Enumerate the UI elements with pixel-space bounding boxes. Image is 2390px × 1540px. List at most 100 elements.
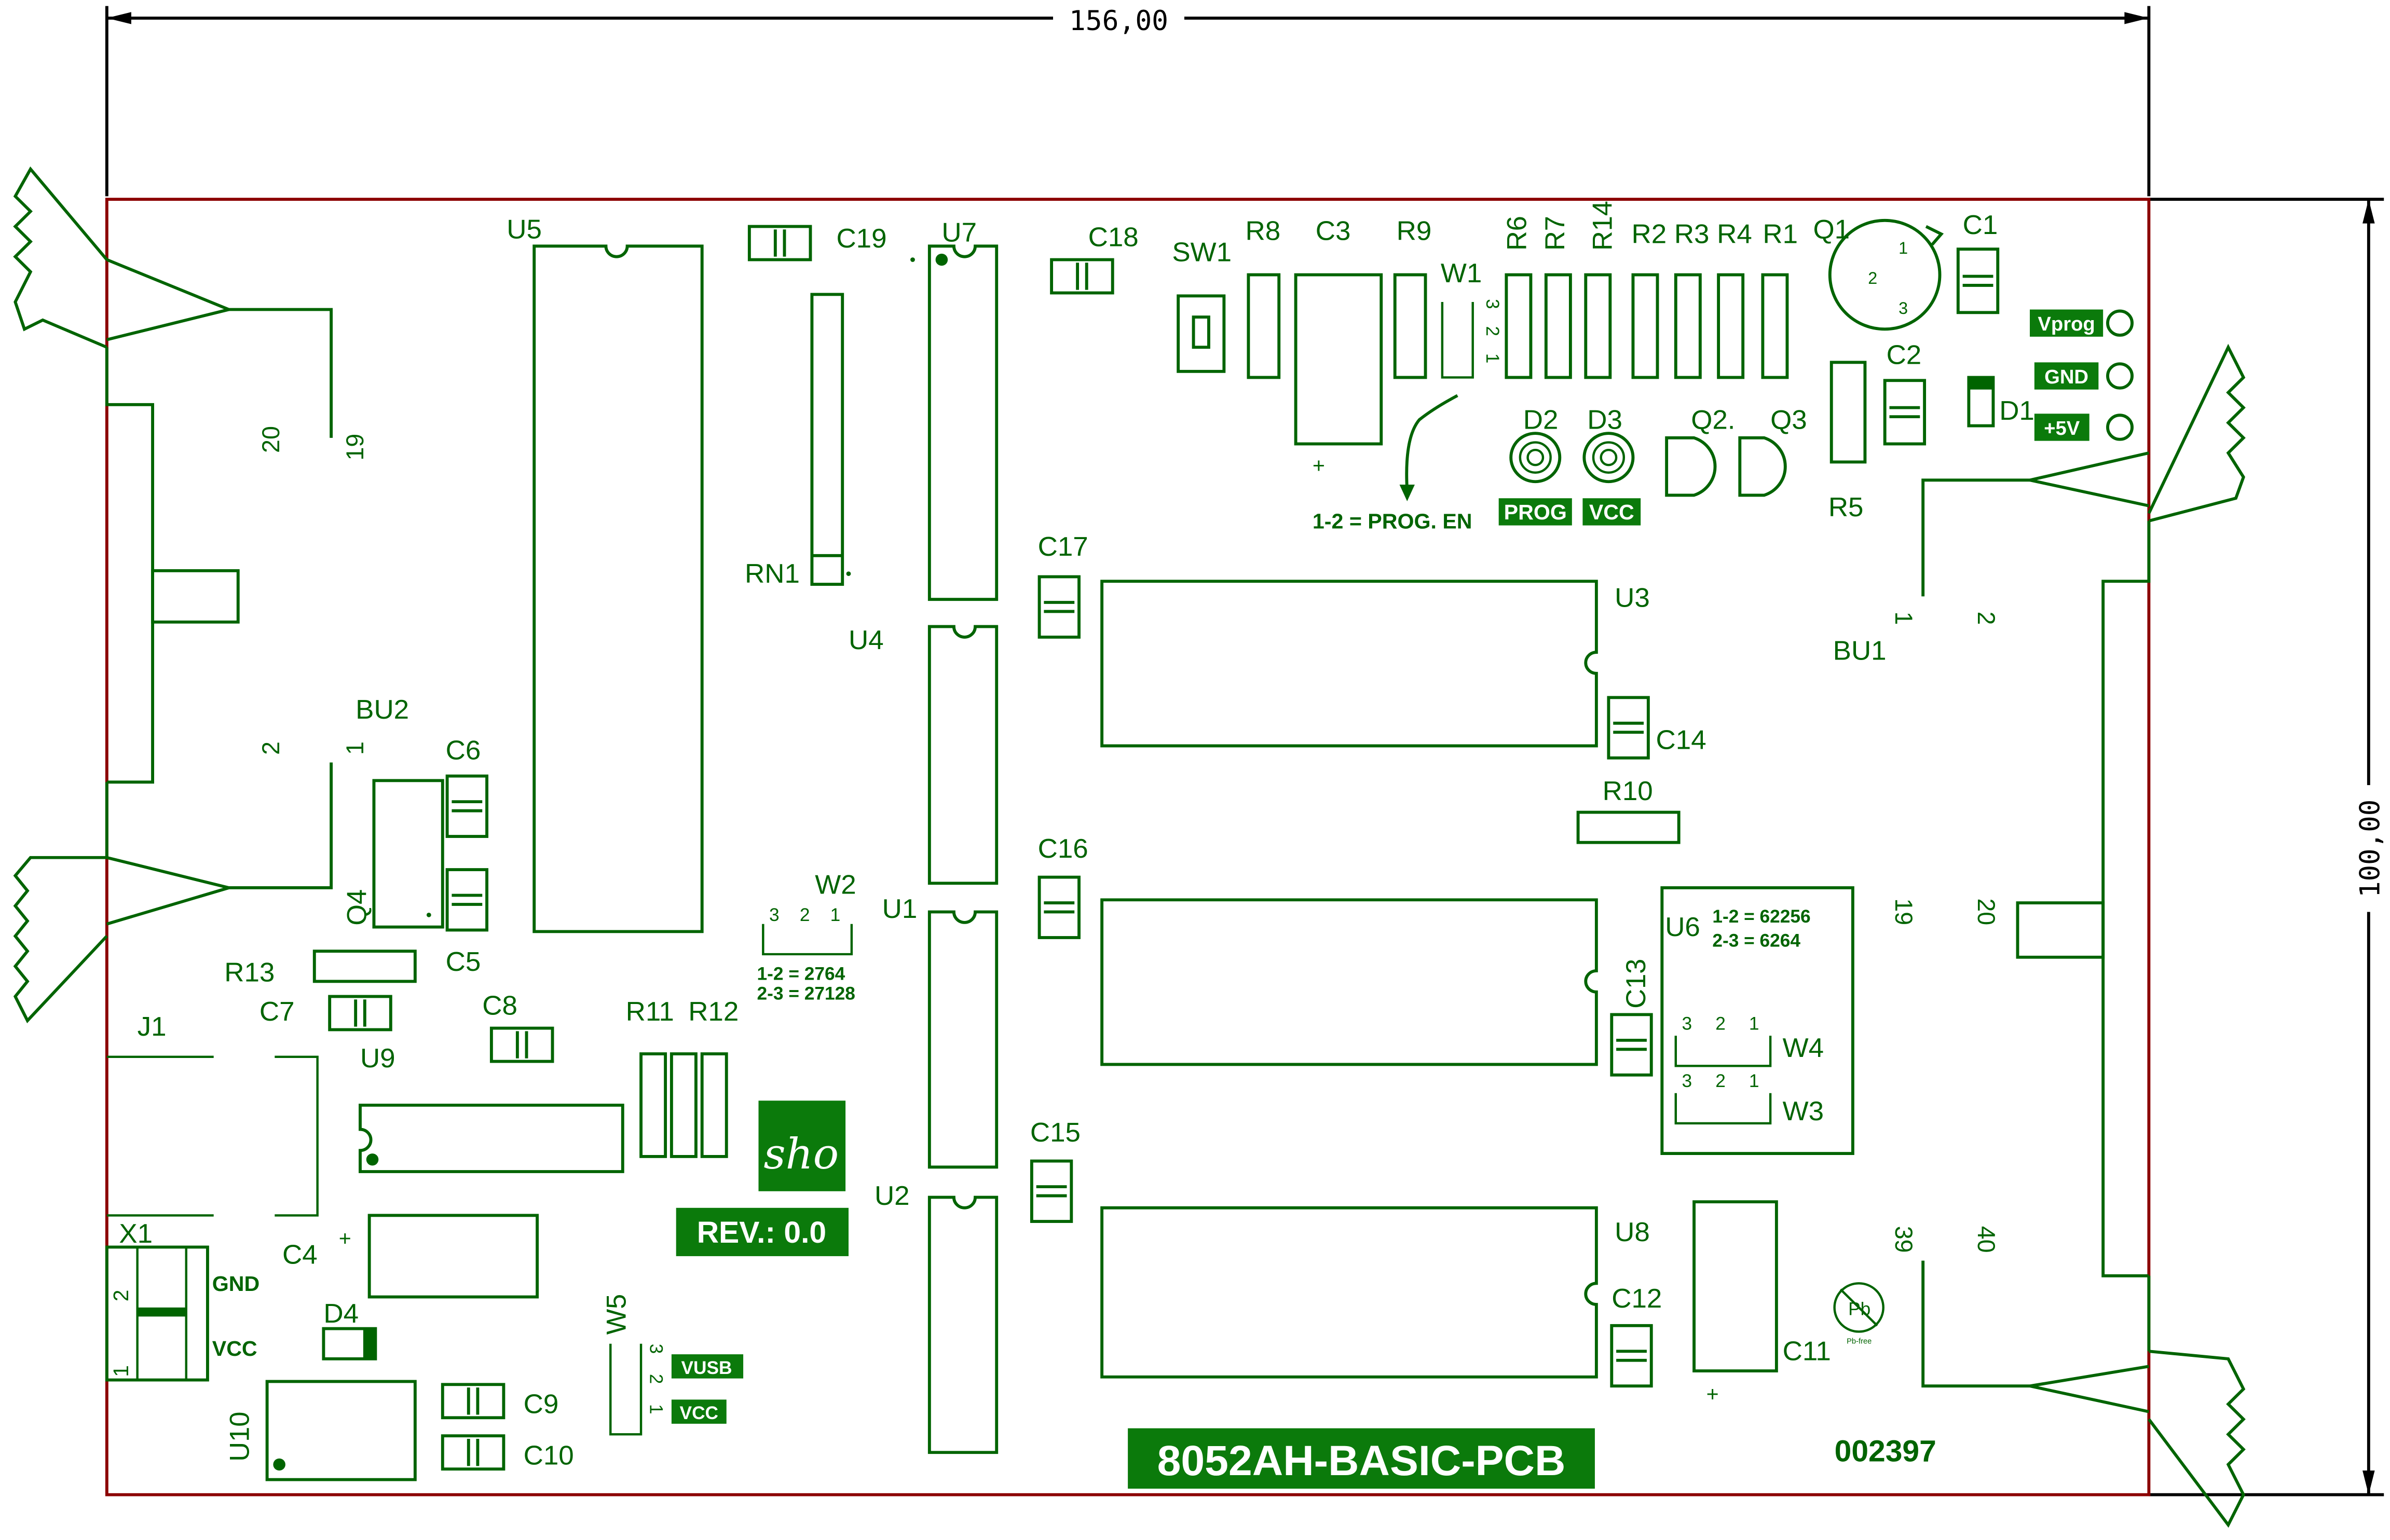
vprog-tag: Vprog <box>2038 313 2095 335</box>
svg-text:1: 1 <box>646 1404 666 1414</box>
switch-sw1: SW1 <box>1172 237 1232 373</box>
svg-text:1: 1 <box>1749 1014 1759 1034</box>
pin-label: 2 <box>257 741 284 755</box>
card-clip-left-bottom <box>13 762 333 1024</box>
diode-d4: D4 <box>322 1298 377 1360</box>
resistor-r9: R9 <box>1393 216 1432 379</box>
title-badge: 8052AH-BASIC-PCB <box>1128 1428 1595 1489</box>
revision-badge: REV.: 0.0 <box>676 1207 849 1256</box>
resistor-bank: R6 R7 R14 R2 R3 R4 R1 <box>1501 201 1798 379</box>
resistor-r11-r12: R11 R12 <box>626 996 739 1158</box>
resistor-r10: R10 <box>1576 776 1681 844</box>
d3-label: D3 <box>1587 405 1622 435</box>
c15-label: C15 <box>1030 1117 1081 1148</box>
capacitor-c5: C5 <box>446 868 488 977</box>
ic-u2: U2 <box>875 1180 999 1454</box>
power-testpoints: Vprog GND +5V <box>2030 309 2134 441</box>
svg-text:+: + <box>1313 453 1325 477</box>
c13-label: C13 <box>1621 959 1651 1009</box>
q3-label: Q3 <box>1770 405 1807 435</box>
u4-label: U4 <box>849 625 884 655</box>
c9-label: C9 <box>524 1389 559 1420</box>
ic-u7: U7 <box>910 217 999 601</box>
pin-label: 1 <box>342 741 368 755</box>
jumper-w3: 3 2 1 W3 <box>1674 1071 1824 1126</box>
u9-label: U9 <box>360 1043 395 1074</box>
w1-note: 1-2 = PROG. EN <box>1313 510 1472 533</box>
capacitor-c4: + C4 <box>282 1214 539 1299</box>
capacitor-c12: C12 <box>1610 1283 1662 1388</box>
svg-text:2: 2 <box>1715 1071 1726 1091</box>
capacitor-c3: + C3 <box>1294 216 1383 477</box>
c12-label: C12 <box>1611 1283 1662 1314</box>
svg-text:2: 2 <box>646 1374 666 1384</box>
jumper-w1: 3 2 1 W1 1-2 = PROG. EN <box>1313 258 1503 533</box>
x1-gnd-note: GND <box>212 1272 260 1296</box>
plus5v-tag: +5V <box>2044 418 2080 439</box>
r3-label: R3 <box>1674 219 1710 250</box>
ic-q4: Q4 <box>342 779 444 929</box>
u10-label: U10 <box>224 1412 255 1462</box>
r6-label: R6 <box>1501 216 1532 251</box>
x1-vcc-note: VCC <box>212 1337 257 1360</box>
r12-label: R12 <box>688 996 739 1027</box>
pin-label: 19 <box>342 434 368 461</box>
capacitor-c1: C1 <box>1956 210 2000 314</box>
vcc-w5-tag: VCC <box>680 1403 718 1423</box>
pin-label: 40 <box>1973 1226 2000 1253</box>
r13-label: R13 <box>224 957 275 988</box>
w2-note-2: 2-3 = 27128 <box>757 983 855 1003</box>
ic-u4: U4 <box>849 625 999 885</box>
c17-label: C17 <box>1038 531 1088 562</box>
dimension-height-label: 100,00 <box>2354 800 2386 898</box>
logo-text: sho <box>763 1130 839 1179</box>
card-clip-right-top <box>1921 343 2246 1277</box>
jumper-w5: 3 2 1 W5 VUSB VCC <box>601 1294 744 1436</box>
capacitor-c17: C17 <box>1038 531 1088 639</box>
capacitor-c15: C15 <box>1030 1117 1081 1223</box>
c19-label: C19 <box>836 223 886 254</box>
c7-label: C7 <box>260 996 295 1027</box>
pin-label: 19 <box>1890 898 1917 925</box>
ic-u8: U8 <box>1100 1206 1650 1379</box>
r10-label: R10 <box>1603 776 1653 806</box>
q4-label: Q4 <box>342 889 373 926</box>
ic-u13-socket <box>1100 898 1598 1066</box>
connector-j1: J1 <box>106 1011 319 1217</box>
r9-label: R9 <box>1397 216 1432 246</box>
svg-text:3: 3 <box>1682 1014 1692 1034</box>
pbfree-icon: Pb Pb-free <box>1833 1282 1884 1346</box>
svg-text:1: 1 <box>1482 353 1503 363</box>
c2-label: C2 <box>1887 340 1922 370</box>
vcc-tag: VCC <box>1589 500 1634 524</box>
u1-label: U1 <box>882 893 918 924</box>
dimension-height: 100,00 <box>2149 198 2386 1496</box>
j1-label: J1 <box>138 1011 167 1042</box>
capacitor-c10: C10 <box>441 1434 574 1470</box>
svg-text:1: 1 <box>830 905 841 925</box>
capacitor-c16: C16 <box>1038 833 1088 939</box>
c8-label: C8 <box>482 991 517 1021</box>
transistor-q3: Q3 <box>1738 405 1807 497</box>
ic-u9: U9 <box>359 1043 624 1173</box>
rn1-label: RN1 <box>745 558 800 589</box>
ic-u6-box: U6 1-2 = 62256 2-3 = 6264 <box>1660 886 1854 1155</box>
c6-label: C6 <box>446 735 481 766</box>
q2-label: Q2. <box>1691 405 1735 435</box>
r14-label: R14 <box>1587 201 1618 251</box>
resistor-r13: R13 <box>224 950 417 988</box>
pin-label: 1 <box>1890 611 1917 625</box>
q1-pin-3: 3 <box>1899 299 1908 318</box>
d1-label: D1 <box>1999 395 2034 426</box>
d4-label: D4 <box>323 1298 359 1329</box>
capacitor-c11: + C11 <box>1692 1200 1831 1406</box>
svg-text:1: 1 <box>1749 1071 1759 1091</box>
pin-label: 20 <box>1973 898 2000 925</box>
led-d3: D3 VCC <box>1582 405 1641 526</box>
pbfree-text: Pb-free <box>1847 1338 1872 1346</box>
jumper-w4: 3 2 1 W4 <box>1674 1014 1824 1067</box>
svg-text:Pb: Pb <box>1848 1299 1870 1319</box>
svg-text:3: 3 <box>769 905 780 925</box>
c1-label: C1 <box>1963 210 1998 240</box>
